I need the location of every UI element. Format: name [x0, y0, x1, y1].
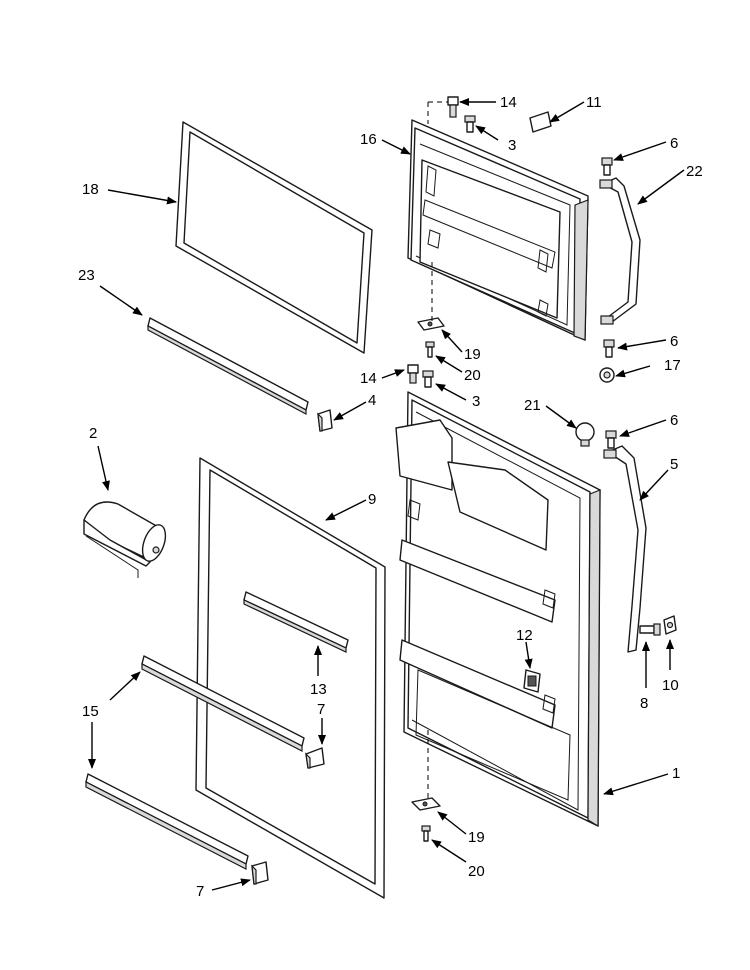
callout-10: 10	[662, 677, 679, 694]
end-cap-4	[317, 409, 333, 432]
bracket-12	[523, 669, 541, 693]
alignment-line-top	[427, 101, 448, 124]
callout-21: 21	[524, 397, 541, 414]
end-cap-7-lower	[251, 861, 269, 885]
cap-10	[663, 615, 677, 635]
freezer-shelf-rail-23	[147, 317, 309, 415]
callout-3-top: 3	[508, 137, 516, 154]
fresh-food-door-1	[395, 391, 601, 828]
callout-18: 18	[82, 181, 99, 198]
screw-6-b	[603, 339, 615, 358]
rail-15-upper	[141, 655, 305, 752]
callout-3-mid: 3	[472, 393, 480, 410]
hinge-19-bottom	[411, 797, 441, 811]
callout-20-bottom: 20	[468, 863, 485, 880]
callout-7-upper: 7	[317, 701, 325, 718]
callout-11: 11	[586, 94, 602, 111]
callout-8: 8	[640, 695, 648, 712]
screw-6-c	[605, 430, 617, 449]
end-cap-7-upper	[305, 747, 325, 769]
plug-21	[575, 422, 595, 447]
callout-22: 22	[686, 163, 703, 180]
callout-2: 2	[89, 425, 97, 442]
plug-17	[599, 367, 615, 383]
callout-9: 9	[368, 491, 376, 508]
callout-14-mid: 14	[360, 370, 377, 387]
callout-23: 23	[78, 267, 95, 284]
callout-6-a: 6	[670, 135, 678, 152]
screw-20-bottom	[421, 825, 431, 842]
callout-20-top: 20	[464, 367, 481, 384]
callout-12: 12	[516, 627, 533, 644]
screw-6-a	[601, 157, 613, 176]
callout-13: 13	[310, 681, 327, 698]
stud-14-mid	[407, 364, 419, 384]
callout-4: 4	[368, 392, 376, 409]
rail-13	[243, 591, 349, 653]
freezer-handle-22	[599, 177, 641, 325]
callout-6-c: 6	[670, 412, 678, 429]
screw-8	[639, 623, 661, 636]
screw-20-top	[425, 341, 435, 358]
stud-14-top	[447, 96, 459, 118]
callout-14-top: 14	[500, 94, 517, 111]
screw-3-top	[464, 115, 476, 133]
callout-16: 16	[360, 131, 377, 148]
callout-17: 17	[664, 357, 681, 374]
fresh-food-gasket-9	[195, 457, 386, 899]
dairy-bin-2	[83, 501, 167, 578]
screw-3-mid	[422, 370, 434, 388]
callout-5: 5	[670, 456, 678, 473]
callout-6-b: 6	[670, 333, 678, 350]
rail-15-lower	[85, 773, 249, 870]
callout-15: 15	[82, 703, 99, 720]
callout-19-top: 19	[464, 346, 481, 363]
fresh-food-handle-5	[603, 445, 647, 653]
label-11	[529, 111, 552, 133]
freezer-door-16	[407, 119, 589, 341]
freezer-gasket-18	[175, 121, 373, 354]
callout-1: 1	[672, 765, 680, 782]
callout-7-lower: 7	[196, 883, 204, 900]
hinge-19-top	[417, 317, 445, 331]
callout-19-bottom: 19	[468, 829, 485, 846]
